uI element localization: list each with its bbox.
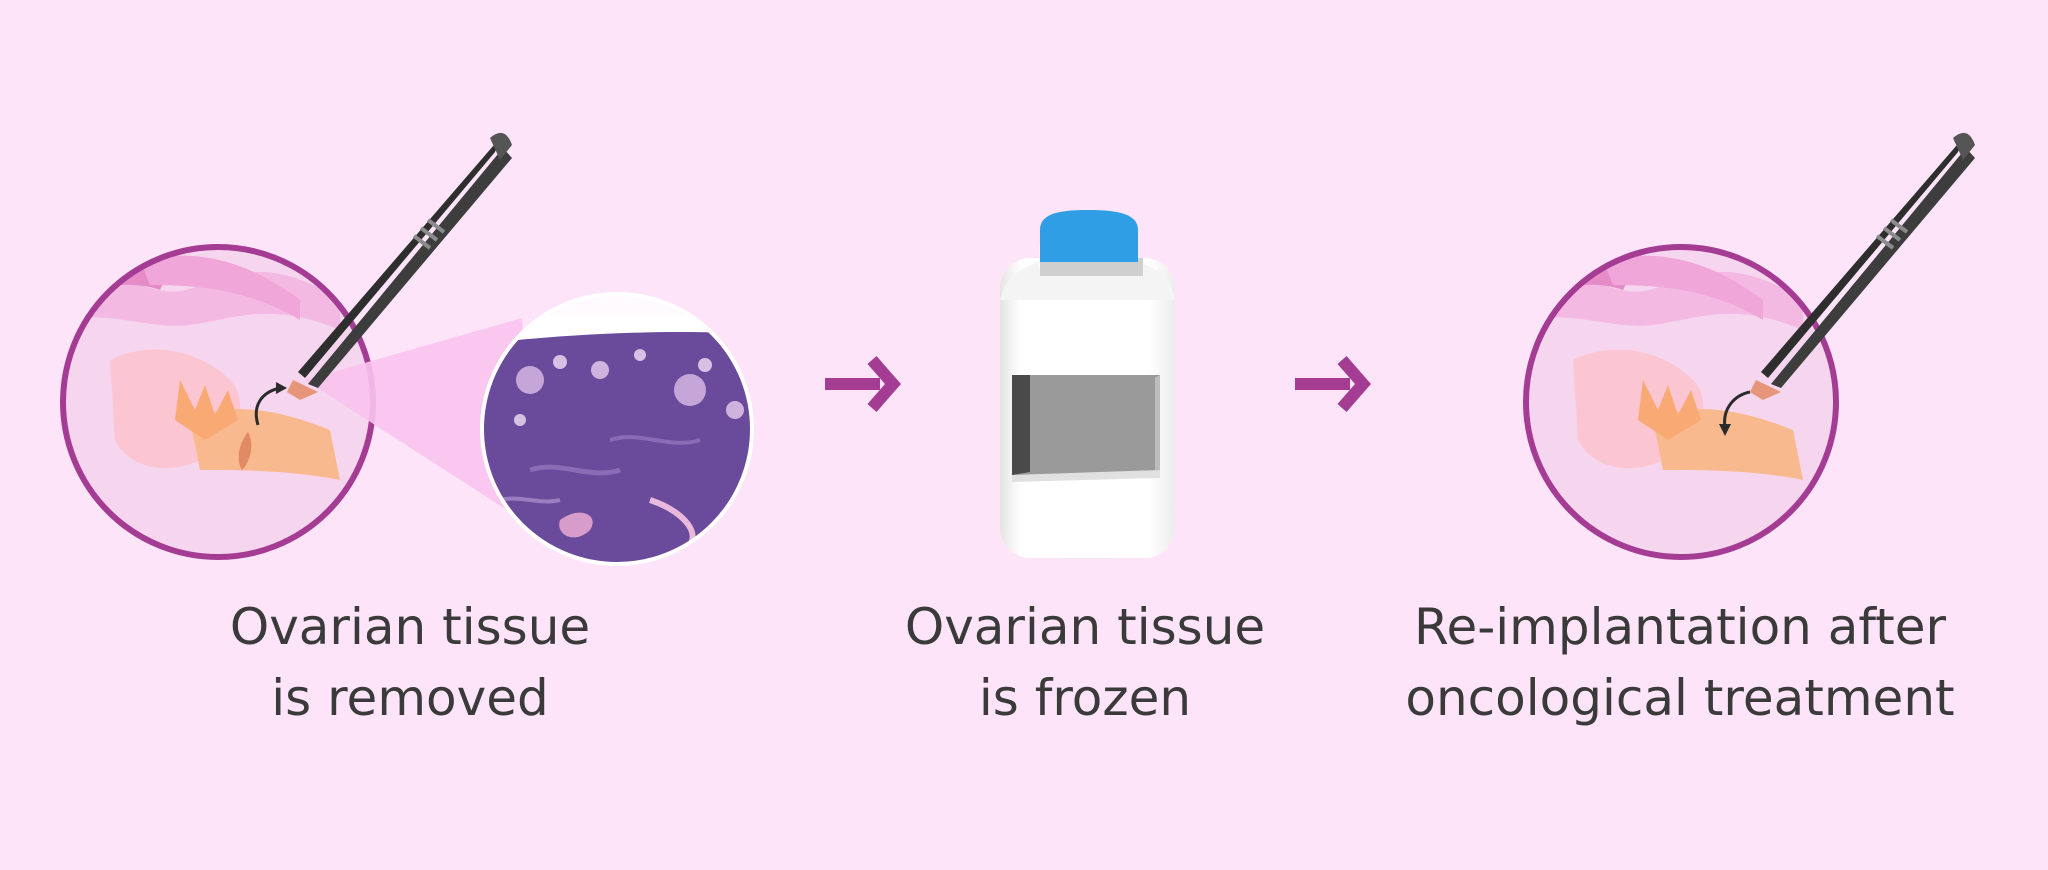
ovary-circle-icon xyxy=(60,244,376,560)
step-1-line-2: is removed xyxy=(271,669,549,727)
step-3-line-2: oncological treatment xyxy=(1405,669,1955,727)
tissue-histology-icon xyxy=(480,292,754,566)
step-2-caption: Ovarian tissue is frozen xyxy=(885,592,1285,734)
step-1-caption: Ovarian tissue is removed xyxy=(210,592,610,734)
forceps-icon xyxy=(287,132,512,400)
ovary-circle-icon xyxy=(1523,244,1839,560)
magnify-cone xyxy=(305,318,535,528)
step-2-line-2: is frozen xyxy=(978,669,1192,727)
step-1-line-1: Ovarian tissue xyxy=(229,598,591,656)
step-3-line-1: Re-implantation after xyxy=(1413,598,1947,656)
arrow-right-icon xyxy=(1295,356,1371,412)
arrow-right-icon xyxy=(825,356,901,412)
forceps-icon xyxy=(1750,132,1975,400)
cryo-container-icon xyxy=(1000,210,1175,559)
step-2-line-1: Ovarian tissue xyxy=(904,598,1266,656)
step-3-caption: Re-implantation after oncological treatm… xyxy=(1370,592,1990,734)
